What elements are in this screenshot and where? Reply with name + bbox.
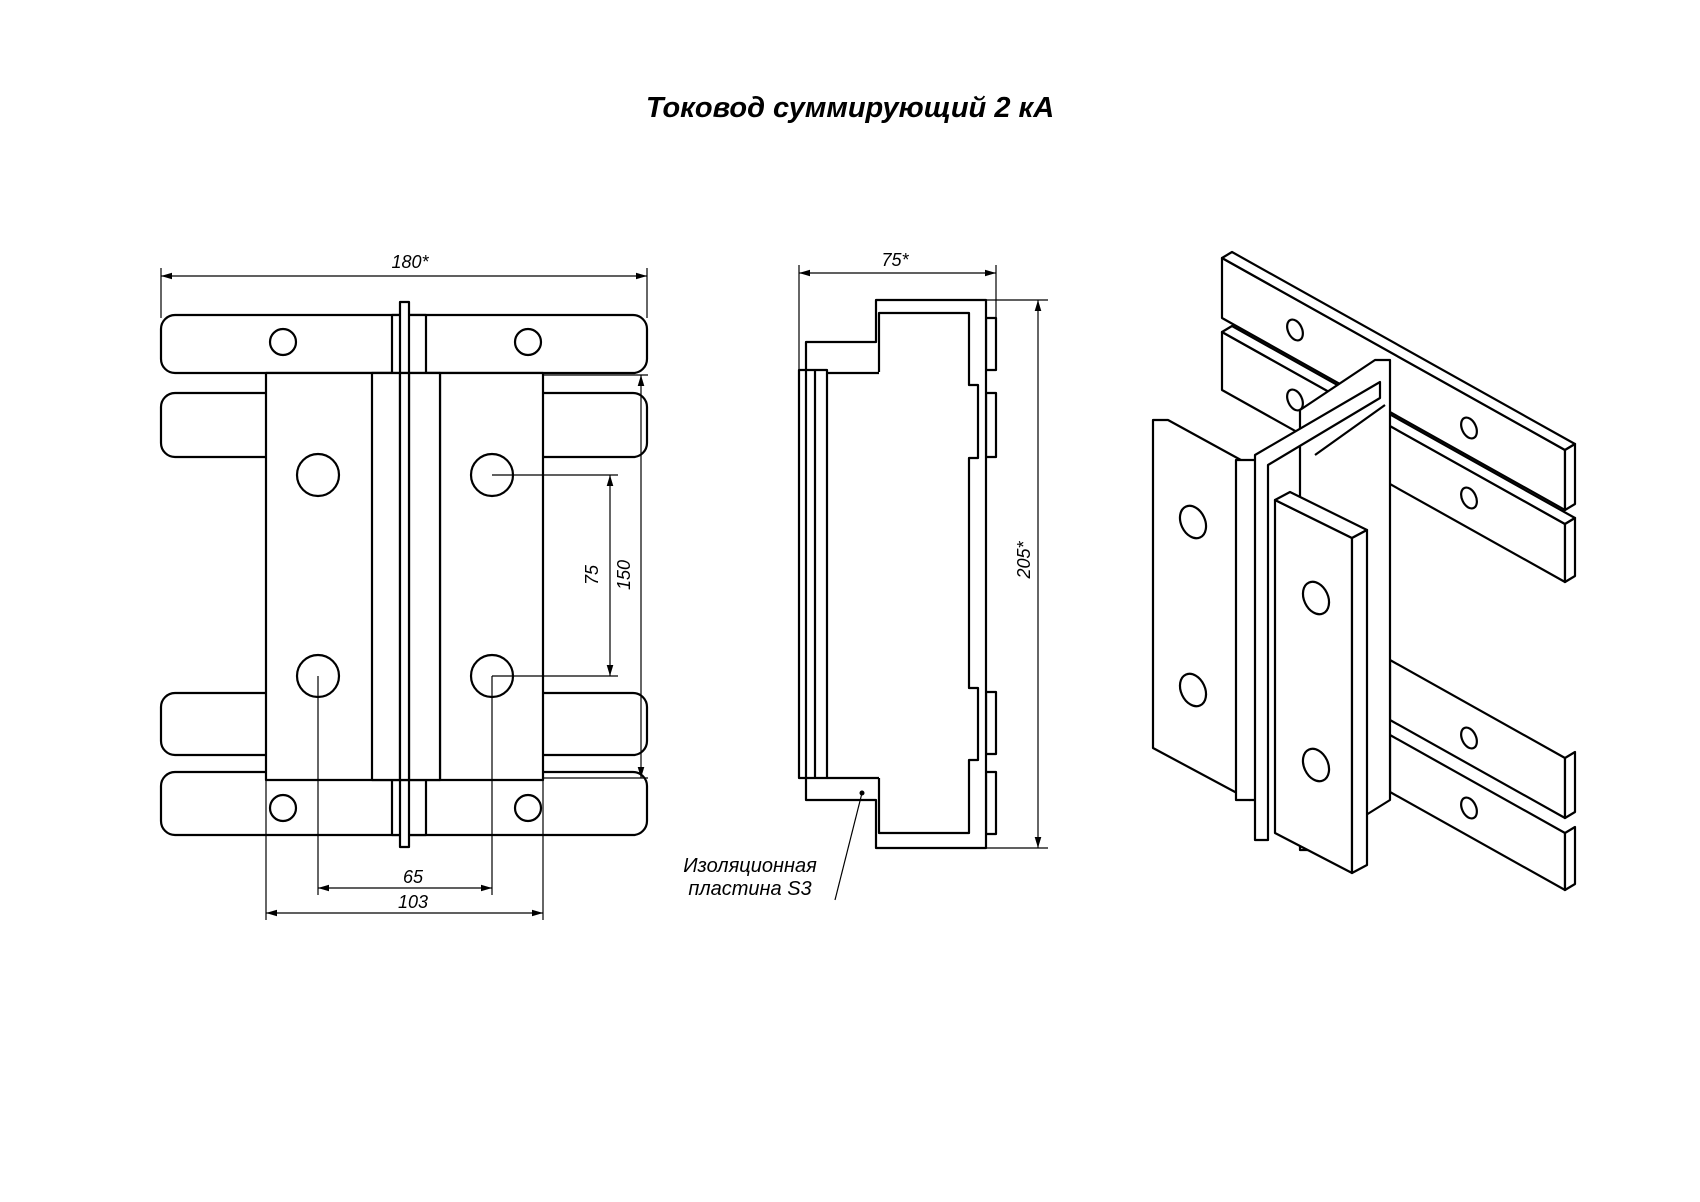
insulation-strip-left xyxy=(370,371,402,782)
mount-hole xyxy=(295,452,341,498)
inner-profile xyxy=(877,311,980,835)
drawing-title: Токовод суммирующий 2 кА xyxy=(645,92,1055,124)
bar-hole xyxy=(268,327,298,357)
insulation-strip-right xyxy=(407,371,442,782)
insulation-plate-outline xyxy=(804,298,988,850)
bar-hole xyxy=(268,793,298,823)
dim-height-label: 205* xyxy=(1014,540,1034,579)
contact-plate-side xyxy=(797,368,829,780)
bar-hole xyxy=(513,327,543,357)
iso-contact-plate-left xyxy=(1151,418,1262,802)
bar-end-top-1 xyxy=(984,316,998,372)
side-view xyxy=(797,298,998,850)
dim-depth-label: 75* xyxy=(881,250,909,270)
bar-hole xyxy=(513,793,543,823)
dim-width-label: 180* xyxy=(391,252,429,272)
dim-plate-width-label: 103 xyxy=(398,892,428,912)
center-plate-front xyxy=(398,371,411,782)
iso-bus-bar-top-2 xyxy=(1220,324,1577,584)
dim-bar-spacing-label: 150 xyxy=(614,560,634,590)
dim-hole-horizontal-label: 65 xyxy=(403,867,424,887)
dim-hole-vertical-label: 75 xyxy=(582,564,602,585)
bar-end-top-2 xyxy=(984,391,998,459)
isometric-view xyxy=(1151,250,1577,892)
side-view-dimensions xyxy=(798,265,1048,901)
bar-end-bottom-2 xyxy=(984,770,998,836)
front-view xyxy=(159,300,649,849)
iso-contact-plate-right xyxy=(1273,490,1369,875)
callout-label-line2: пластина S3 xyxy=(688,878,811,900)
front-view-dimensions xyxy=(160,268,648,920)
iso-center-plate xyxy=(1253,380,1382,842)
bar-end-bottom-1 xyxy=(984,690,998,756)
callout-label-line1: Изоляционная xyxy=(683,855,817,877)
iso-bus-bar-top-1 xyxy=(1220,250,1577,512)
